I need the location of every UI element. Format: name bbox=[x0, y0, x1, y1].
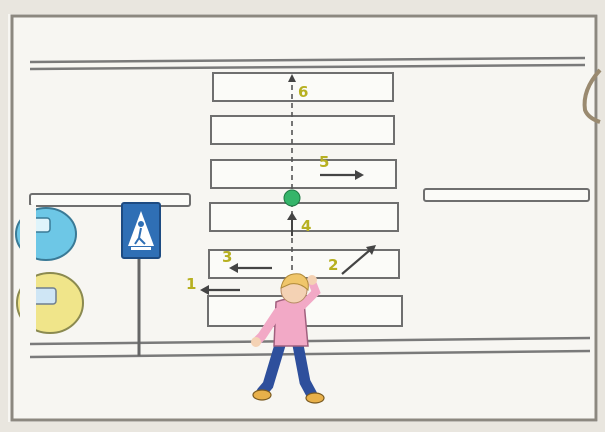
median-line-left bbox=[30, 194, 190, 206]
path-label-4: 4 bbox=[301, 217, 311, 235]
green-refuge-dot bbox=[284, 190, 300, 206]
path-label-5: 5 bbox=[319, 153, 329, 171]
zebra-stripe bbox=[211, 160, 396, 188]
path-label-3: 3 bbox=[222, 248, 232, 266]
median-line-right bbox=[424, 189, 589, 201]
path-label-2: 2 bbox=[328, 256, 338, 274]
path-label-6: 6 bbox=[298, 83, 308, 101]
zebra-stripe bbox=[211, 116, 394, 144]
path-label-1: 1 bbox=[186, 275, 196, 293]
